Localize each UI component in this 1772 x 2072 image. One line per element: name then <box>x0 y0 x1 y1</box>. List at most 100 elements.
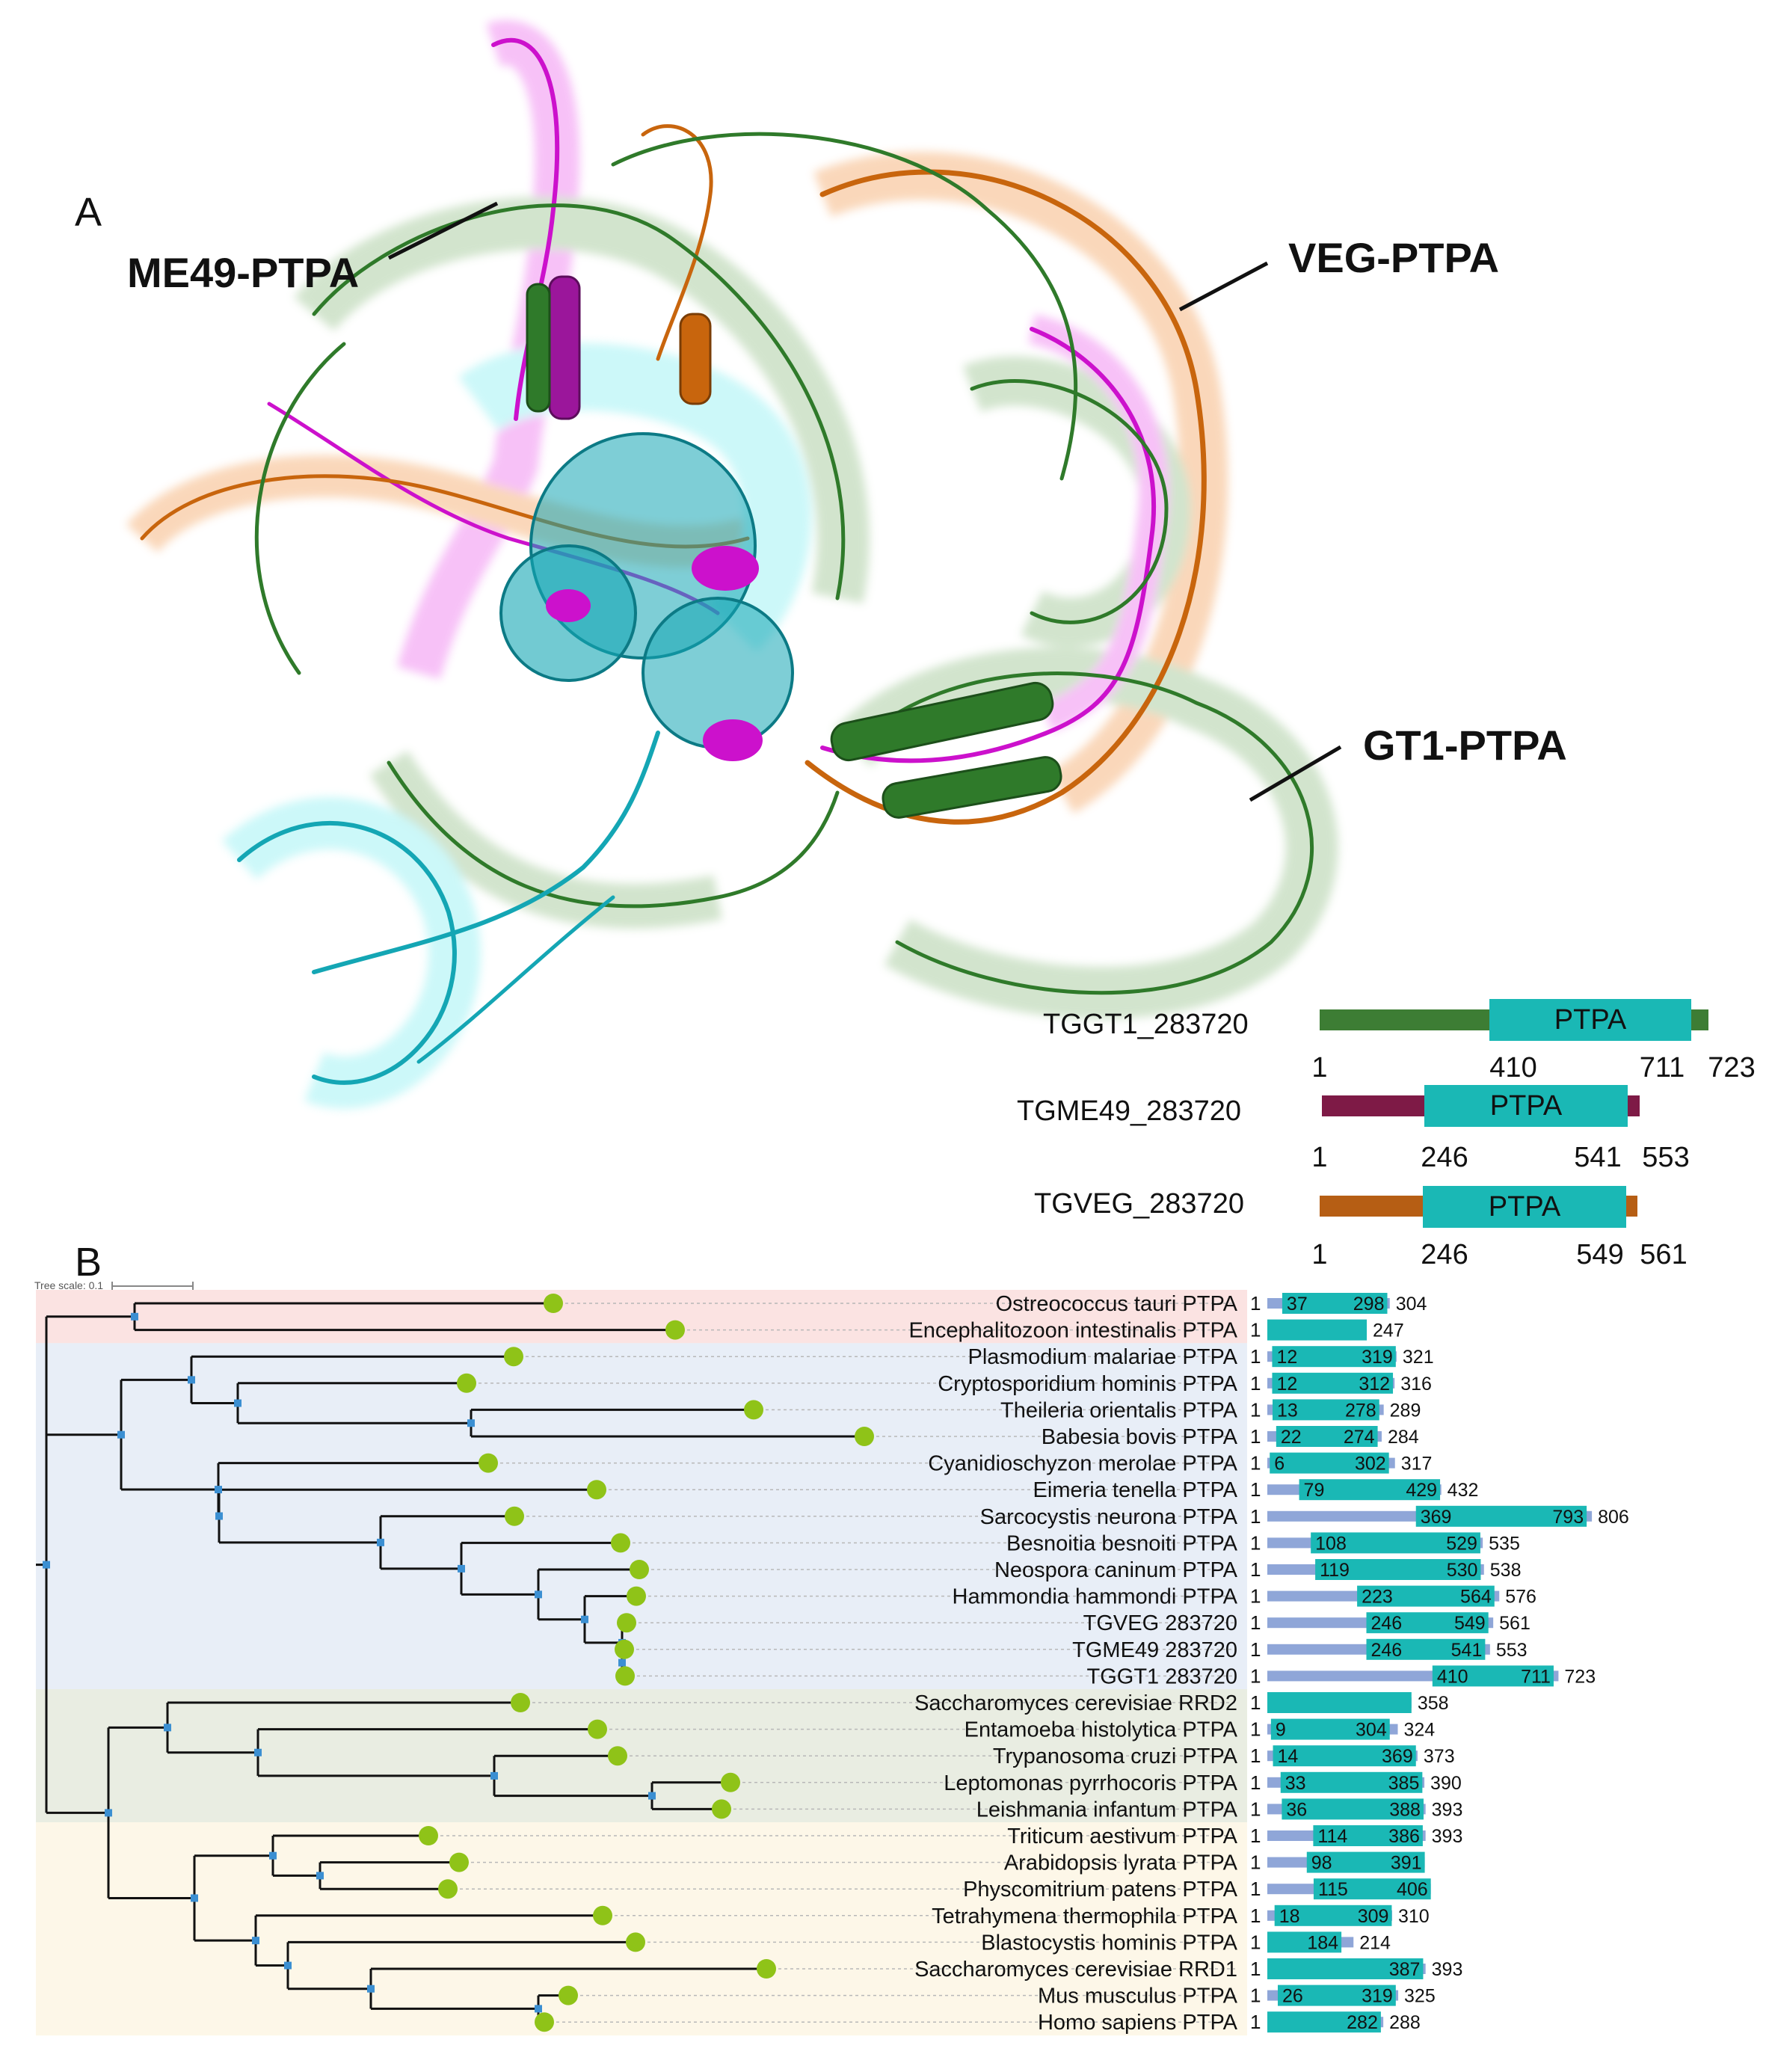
ptpa-domain-segment <box>1270 1452 1389 1474</box>
tree-node-marker <box>367 1985 375 1993</box>
taxon-label: Arabidopsis lyrata PTPA <box>1004 1851 1238 1875</box>
domain-end-label: 406 <box>1397 1879 1428 1900</box>
bar-start-label: 1 <box>1250 1319 1261 1341</box>
ptpa-domain-segment <box>1432 1665 1554 1687</box>
tree-node-marker <box>254 1748 262 1756</box>
domain-end-label: 387 <box>1389 1959 1421 1980</box>
protein-length-label: 358 <box>1418 1693 1449 1714</box>
panel-b: B Tree scale: 0.1 Ostreococcus tauri PTP… <box>34 1240 1629 2036</box>
domain-start-label: 98 <box>1311 1853 1332 1874</box>
veg-ptpa-label: VEG-PTPA <box>1288 234 1499 281</box>
clade-band <box>36 1290 1247 1344</box>
domain-start-label: 410 <box>1437 1666 1468 1687</box>
taxon-label: Leptomonas pyrrhocoris PTPA <box>944 1771 1237 1795</box>
domain-end-label: 304 <box>1356 1720 1387 1741</box>
protein-length-label: 535 <box>1489 1533 1520 1554</box>
domain-start-label: 246 <box>1370 1640 1402 1661</box>
bar-start-label: 1 <box>1250 1452 1261 1475</box>
protein-length-label: 284 <box>1388 1427 1419 1448</box>
domain-end-label: 541 <box>1451 1640 1483 1661</box>
ptpa-domain-box <box>1424 1085 1628 1127</box>
domain-bar-row: 1 247 <box>1250 1319 1404 1341</box>
taxon-label: Trypanosoma cruzi PTPA <box>993 1744 1238 1768</box>
taxon-label: Blastocystis hominis PTPA <box>981 1931 1237 1955</box>
leaf-node-dot <box>535 2012 554 2032</box>
panel-a-label: A <box>75 190 102 235</box>
tree-node-marker <box>131 1312 138 1321</box>
ptpa-domain-segment <box>1313 1878 1431 1900</box>
gt1-ptpa-label: GT1-PTPA <box>1363 722 1567 769</box>
leaf-node-dot <box>588 1719 607 1739</box>
protein-length-label: 806 <box>1598 1507 1629 1528</box>
gt1-callout-line <box>1249 745 1342 802</box>
ptpa-domain-box <box>1423 1186 1626 1228</box>
tree-node-marker <box>377 1538 384 1546</box>
protein-length-label: 304 <box>1396 1294 1427 1315</box>
taxon-label: Entamoeba histolytica PTPA <box>965 1718 1238 1742</box>
taxon-label: Leishmania infantum PTPA <box>976 1798 1238 1822</box>
tree-node-marker <box>284 1961 292 1970</box>
leaf-node-dot <box>449 1852 469 1872</box>
taxon-label: Triticum aestivum PTPA <box>1007 1824 1237 1848</box>
bar-start-label: 1 <box>1250 1691 1261 1714</box>
domain-end-label: 388 <box>1389 1799 1421 1820</box>
domain-end-label: 278 <box>1345 1400 1376 1421</box>
tree-node-marker <box>215 1486 222 1494</box>
domain-start-label: 115 <box>1318 1879 1348 1900</box>
domain-start-label: 26 <box>1282 1986 1303 2007</box>
domain-map-id: TGME49_283720 <box>1017 1095 1241 1127</box>
bar-start-label: 1 <box>1250 1878 1261 1900</box>
taxon-label: Babesia bovis PTPA <box>1042 1425 1238 1449</box>
clade-band <box>36 1822 1247 2036</box>
ptpa-domain-segment <box>1315 1559 1481 1580</box>
leaf-node-dot <box>855 1427 874 1446</box>
leaf-node-dot <box>593 1905 612 1925</box>
bar-start-label: 1 <box>1250 1638 1261 1661</box>
tree-node-marker <box>105 1809 112 1817</box>
veg-callout-line <box>1178 261 1269 312</box>
pos-start: 1 <box>1311 1142 1327 1173</box>
leaf-node-dot <box>744 1400 763 1420</box>
domain-end-label: 793 <box>1552 1507 1584 1528</box>
leaf-node-dot <box>665 1320 685 1340</box>
leaf-node-dot <box>615 1639 634 1659</box>
bar-start-label: 1 <box>1250 1398 1261 1421</box>
bar-start-label: 1 <box>1250 1558 1261 1581</box>
protein-length-label: 538 <box>1490 1560 1522 1581</box>
protein-length-label: 247 <box>1373 1321 1404 1341</box>
tree-scale-label: Tree scale: 0.1 <box>34 1279 103 1291</box>
domain-end-label: 298 <box>1353 1294 1385 1315</box>
pos-start: 1 <box>1311 1239 1327 1270</box>
protein-length-label: 723 <box>1564 1666 1596 1687</box>
leaf-node-dot <box>438 1879 458 1899</box>
pos-end: 561 <box>1640 1239 1687 1270</box>
tree-node-marker <box>648 1792 656 1800</box>
bar-start-label: 1 <box>1250 1372 1261 1395</box>
leaf-node-dot <box>721 1772 740 1792</box>
taxon-label: Encephalitozoon intestinalis PTPA <box>908 1319 1237 1343</box>
protein-length-label: 289 <box>1390 1400 1421 1421</box>
bar-start-label: 1 <box>1250 1771 1261 1794</box>
leaf-node-dot <box>712 1799 731 1819</box>
ptpa-domain-segment <box>1272 1346 1396 1368</box>
protein-length-label: 561 <box>1499 1613 1530 1634</box>
protein-length-label: 432 <box>1448 1480 1479 1501</box>
pos-domain-end: 549 <box>1576 1239 1623 1270</box>
ribbon-layer <box>140 37 1314 1085</box>
bar-start-label: 1 <box>1250 1798 1261 1820</box>
ptpa-domain-segment <box>1267 2011 1381 2033</box>
domain-end-label: 386 <box>1388 1826 1420 1847</box>
domain-label: PTPA <box>1554 1004 1627 1036</box>
bar-start-label: 1 <box>1250 1292 1261 1315</box>
